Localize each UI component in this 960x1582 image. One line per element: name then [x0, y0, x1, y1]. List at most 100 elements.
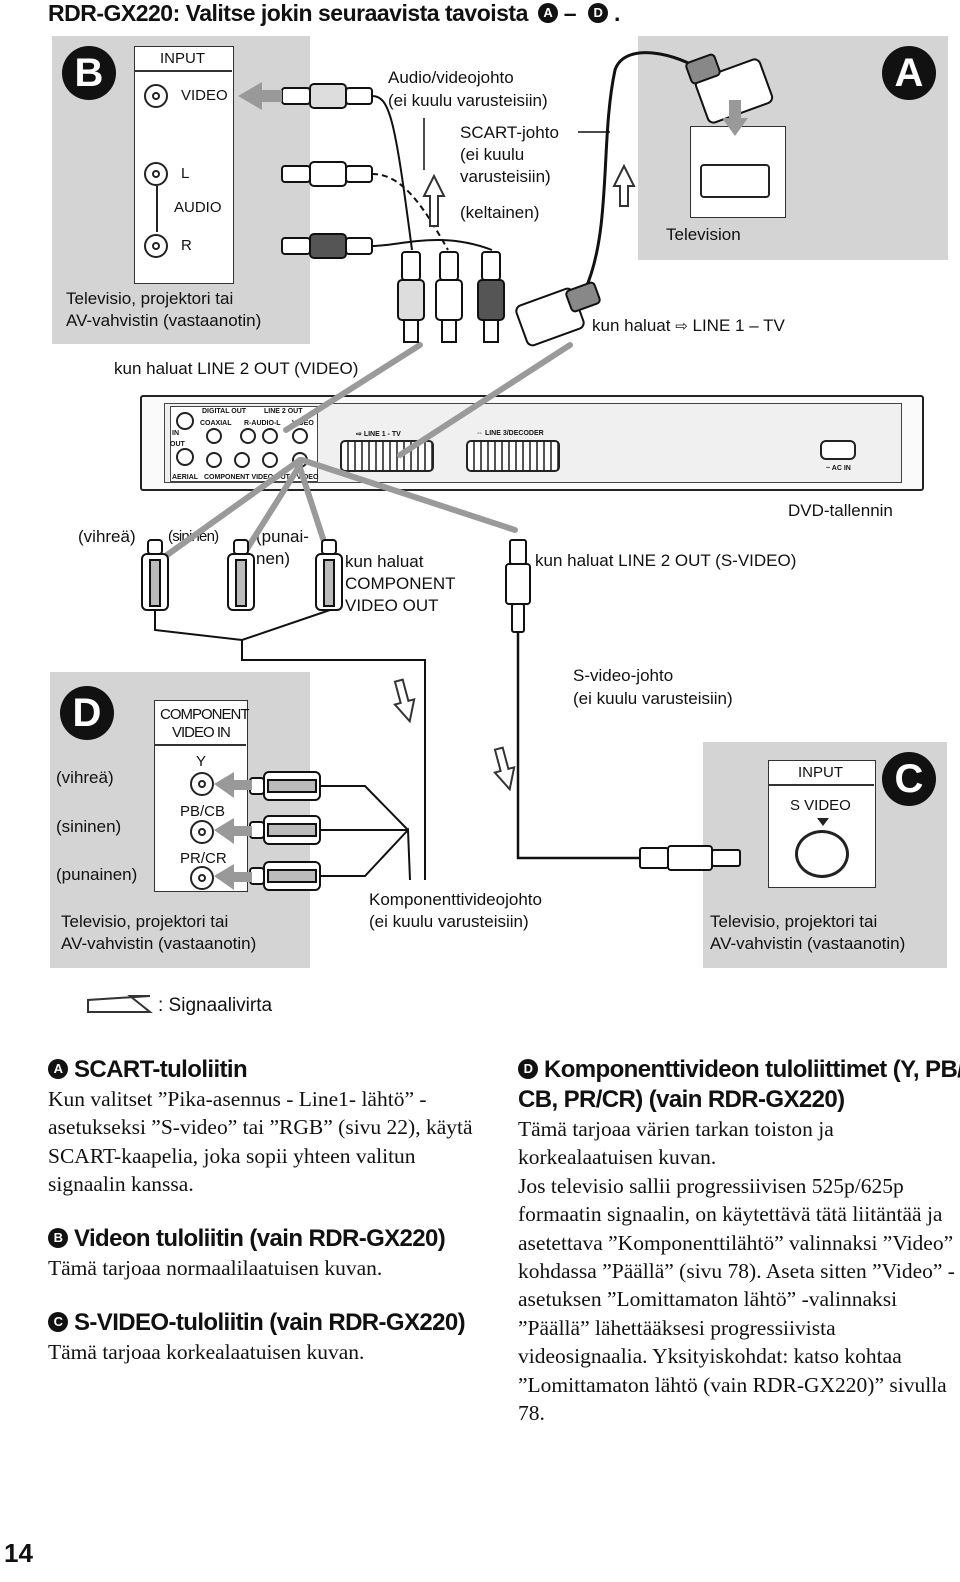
- panel-d-red-label: (punainen): [56, 865, 138, 884]
- svideo-plug-top-icon: [505, 539, 531, 633]
- legend-label: : Signaalivirta: [158, 995, 273, 1016]
- panel-c-input-label: INPUT: [798, 764, 843, 781]
- ac-in-socket-icon: [820, 440, 856, 460]
- panel-b-r-label: R: [181, 237, 192, 254]
- aerial-in-jack-icon: [176, 412, 194, 430]
- line-in-arrow-icon-small: ⇨: [356, 431, 362, 438]
- component-plug-blue-icon: [227, 539, 255, 611]
- scart-cable-line1: SCART-johto: [460, 123, 559, 142]
- panel-c-device-line1: Televisio, projektori tai: [710, 912, 878, 931]
- recorder-video: VIDEO: [292, 420, 314, 427]
- section-c-body: Tämä tarjoaa korkealaatuisen kuvan.: [48, 1340, 365, 1364]
- badge-a-small-icon: A: [48, 1058, 68, 1079]
- panel-b-device-line1: Televisio, projektori tai: [66, 289, 234, 308]
- panel-c-svideo-label: S VIDEO: [790, 797, 851, 814]
- aerial-out-jack-icon: [176, 448, 194, 466]
- badge-d-icon-large: D: [60, 686, 114, 740]
- badge-d-icon: D: [587, 2, 608, 23]
- component-plug-red-icon: [315, 539, 343, 611]
- rca-plug-vertical-1-icon: [397, 251, 425, 343]
- recorder-line2-out: LINE 2 OUT: [264, 408, 303, 415]
- signal-arrow-up-2-icon: [612, 163, 636, 207]
- kun-line1-label: kun haluat ⇨ LINE 1 – TV: [592, 316, 785, 335]
- recorder-component-out: COMPONENT VIDEO OUT: [204, 474, 290, 481]
- svideo-cable-line2: (ei kuulu varusteisiin): [573, 689, 733, 708]
- scart-cable: [583, 51, 701, 291]
- signal-arrow-down-1-icon: [393, 678, 416, 724]
- component-y-jack-icon: [206, 452, 222, 468]
- line-inout-arrow-icon: ⇔: [476, 430, 483, 437]
- component-in-line1: COMPONENT: [160, 706, 249, 723]
- panel-d-device-line2: AV-vahvistin (vastaanotin): [61, 934, 257, 953]
- recorder-out: OUT: [170, 441, 185, 448]
- badge-a-icon: A: [537, 2, 558, 23]
- component-cable-bottom: [320, 785, 411, 881]
- panel-d-blue-label: (sininen): [56, 817, 122, 836]
- section-d-paragraph-1: Tämä tarjoaa värien tarkan toiston ja ko…: [518, 1117, 834, 1170]
- recorder-line1-tv: ⇨ LINE 1 - TV: [356, 431, 401, 438]
- audio-r-out-jack-icon: [240, 428, 256, 444]
- component-pb-label: PB/CB: [180, 803, 226, 820]
- signal-svideo-line: [299, 457, 518, 533]
- dvd-recorder-label: DVD-tallennin: [788, 501, 893, 520]
- svideo-plug-c-icon: [639, 845, 741, 871]
- panel-b-video-label: VIDEO: [181, 87, 228, 104]
- svideo-in-arrow-icon: [817, 818, 829, 826]
- component-y-label: Y: [196, 753, 207, 770]
- signal-component-line2: [237, 462, 303, 563]
- panel-b-l-label: L: [181, 165, 190, 182]
- panel-b-input-label: INPUT: [160, 50, 205, 67]
- badge-c-icon-large: C: [882, 752, 936, 806]
- yellow-label: (keltainen): [460, 203, 540, 222]
- component-cable-top: [154, 609, 426, 880]
- scart-plug-tv-icon: [685, 53, 774, 124]
- panel-d-device-line1: Televisio, projektori tai: [61, 912, 229, 931]
- video-out-jack-icon: [292, 428, 308, 444]
- signal-component-line1: [157, 457, 303, 563]
- page-title: RDR-GX220: Valitse jokin seuraavista tav…: [48, 0, 620, 26]
- color-red-label-1: (punai-: [256, 527, 309, 546]
- signal-arrow-down-2-icon: [493, 746, 516, 792]
- component-in-line2: VIDEO IN: [172, 724, 231, 741]
- kun-svideo-label: kun haluat LINE 2 OUT (S-VIDEO): [535, 551, 797, 570]
- audio-l-out-jack-icon: [262, 428, 278, 444]
- badge-b-small-icon: B: [48, 1227, 68, 1248]
- scart-plug-recorder-icon: [515, 281, 601, 347]
- panel-b-device-line2: AV-vahvistin (vastaanotin): [66, 311, 262, 330]
- component-plug-d-pr-icon: [249, 861, 321, 891]
- component-in-underline: [154, 744, 246, 746]
- recorder-r-audio-l: R-AUDIO-L: [244, 420, 281, 427]
- color-red-label-2: nen): [256, 549, 291, 568]
- legend-arrow-icon: [87, 995, 153, 1013]
- rca-plug-vertical-2-icon: [435, 251, 463, 343]
- rca-plug-video-icon: [281, 83, 373, 109]
- kun-component-line2: COMPONENT: [345, 574, 456, 593]
- recorder-in: IN: [172, 430, 179, 437]
- recorder-line3-decoder: ⇔ LINE 3/DECODER: [476, 430, 544, 437]
- component-y-in-jack-icon: [190, 772, 214, 796]
- section-d-heading-2: CB, PR/CR) (vain RDR-GX220): [518, 1086, 845, 1113]
- component-plug-d-pb-icon: [249, 815, 321, 845]
- recorder-aerial: AERIAL: [172, 474, 199, 481]
- panel-c-input-underline: [768, 784, 874, 786]
- badge-b-icon: B: [62, 46, 116, 100]
- audio-l-jack-icon: [144, 162, 168, 186]
- signal-arrow-d-pb-icon: [214, 818, 252, 844]
- component-plug-d-y-icon: [249, 771, 321, 801]
- av-cable-audio-r: [371, 238, 493, 251]
- line-in-arrow-icon: ⇨: [675, 318, 688, 335]
- recorder-ac-in: ~ AC IN: [826, 465, 851, 472]
- panel-b-audio-label: AUDIO: [174, 199, 222, 216]
- component-cable-line2: (ei kuulu varusteisiin): [369, 912, 529, 931]
- component-pb-jack-icon: [234, 452, 250, 468]
- kun-component-line3: VIDEO OUT: [345, 596, 439, 615]
- recorder-terminal-block: [170, 406, 318, 482]
- tv-scart-socket-icon: [700, 164, 770, 198]
- component-cable-line1: Komponenttivideojohto: [369, 890, 542, 909]
- page-number: 14: [4, 1538, 33, 1568]
- component-pb-in-jack-icon: [190, 820, 214, 844]
